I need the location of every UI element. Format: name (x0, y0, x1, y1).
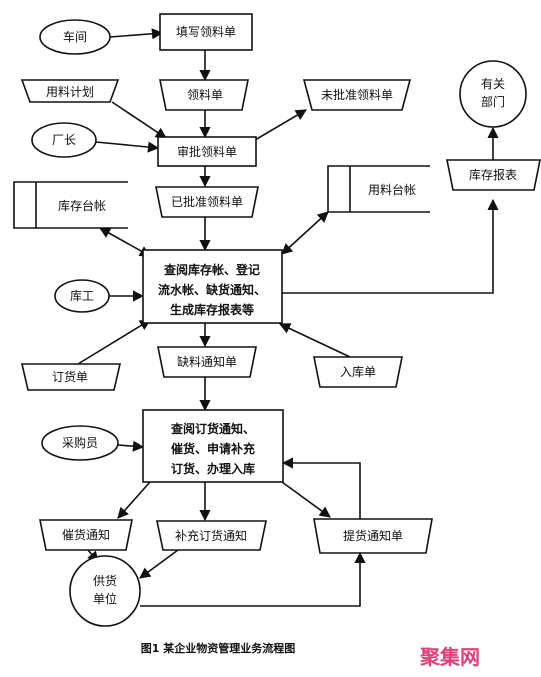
node-kugong-label: 库工 (70, 288, 94, 303)
figure-caption: 图1 某企业物资管理业务流程图 (141, 641, 295, 655)
node-main-process: 查阅库存帐、登记 流水帐、缺货通知、 生成库存报表等 (142, 249, 283, 324)
node-weipizhun-label: 未批准领料单 (321, 87, 393, 102)
node-chejian-label: 车间 (63, 29, 87, 44)
node-changzhang: 厂长 (31, 122, 97, 158)
node-ruku-label: 入库单 (340, 364, 376, 379)
node-kucun-taizhang-label: 库存台帐 (58, 198, 106, 213)
node-cg-label-1: 查阅订货通知、 (170, 421, 255, 436)
node-shenpi: 审批领料单 (157, 136, 257, 167)
node-cg-label-3: 订货、办理入库 (171, 461, 255, 476)
node-cg-label-2: 催货、申请补充 (171, 441, 255, 456)
node-lingliao: 领料单 (159, 79, 249, 111)
node-yipizhun: 已批准领料单 (155, 186, 259, 218)
edge-dinghuo-main (77, 319, 151, 365)
node-tihuo-label: 提货通知单 (343, 528, 403, 543)
node-chejian: 车间 (39, 19, 111, 55)
node-youguan-label-2: 部门 (481, 94, 505, 109)
watermark-text: 聚集网 (419, 645, 480, 669)
node-tianxie: 填写领料单 (159, 13, 253, 51)
edge-changzhang-shenpi (95, 141, 160, 153)
node-cuihuo: 催货通知 (39, 519, 133, 551)
node-gonghuo-label-2: 单位 (93, 591, 117, 606)
node-main-label-3: 生成库存报表等 (170, 302, 254, 317)
edge-chejian-tianxie (109, 28, 164, 40)
node-yongliao-jihua-label: 用料计划 (46, 85, 94, 99)
node-dinghuo-label: 订货单 (52, 369, 88, 384)
edge-yongliaotaizhang-main (281, 211, 329, 255)
node-changzhang-label: 厂长 (52, 133, 76, 147)
node-yongliao-jihua: 用料计划 (20, 79, 120, 103)
node-queliao: 缺料通知单 (157, 346, 257, 378)
edge-caigou-cg (117, 440, 145, 452)
node-shenpi-label: 审批领料单 (177, 144, 237, 159)
node-tihuo: 提货通知单 (313, 518, 433, 554)
node-kucun-baobiao-label: 库存报表 (469, 167, 517, 182)
node-kugong: 库工 (54, 279, 110, 313)
node-buchong: 补充订货通知 (156, 520, 267, 551)
node-caigou: 采购员 (41, 425, 119, 461)
edge-kucuntaizhang-main (99, 227, 151, 257)
edge-jihua-shenpi (111, 101, 167, 139)
edge-gonghuo-tihuo (140, 551, 366, 607)
node-weipizhun: 未批准领料单 (302, 79, 412, 111)
node-lingliao-label: 领料单 (187, 88, 223, 102)
edge-shenpi-weipizhun (254, 109, 307, 141)
node-ruku: 入库单 (313, 356, 403, 388)
node-main-label-2: 流水帐、缺货通知、 (158, 282, 266, 297)
node-buchong-label: 补充订货通知 (175, 528, 247, 543)
node-kucun-baobiao: 库存报表 (446, 159, 541, 191)
node-main-label-1: 查阅库存帐、登记 (163, 262, 260, 277)
edge-main-kucunbaobiao (282, 198, 499, 294)
node-youguan-label-1: 有关 (481, 77, 505, 91)
node-dinghuo: 订货单 (20, 363, 122, 391)
node-purchase-process: 查阅订货通知、 催货、申请补充 订货、办理入库 (142, 409, 284, 483)
node-tianxie-label: 填写领料单 (176, 25, 236, 39)
node-cuihuo-label: 催货通知 (62, 527, 110, 542)
connectors (77, 28, 499, 607)
edge-tihuo-cg (281, 457, 361, 519)
node-caigou-label: 采购员 (62, 435, 98, 450)
node-queliao-label: 缺料通知单 (177, 354, 237, 369)
node-gonghuo-label-1: 供货 (93, 573, 117, 588)
edge-ruku-main (278, 323, 351, 358)
node-youguan: 有关 部门 (459, 60, 527, 128)
node-yipizhun-label: 已批准领料单 (171, 194, 243, 209)
node-gonghuo: 供货 单位 (69, 555, 141, 627)
edge-cg-cuihuo (117, 481, 151, 519)
node-kucun-taizhang: 库存台帐 (13, 181, 128, 229)
node-yongliao-taizhang: 用料台帐 (327, 165, 430, 213)
node-yongliao-taizhang-label: 用料台帐 (368, 182, 416, 197)
edge-cg-tihuo (281, 481, 331, 518)
edge-buchong-gonghuo (139, 549, 179, 579)
